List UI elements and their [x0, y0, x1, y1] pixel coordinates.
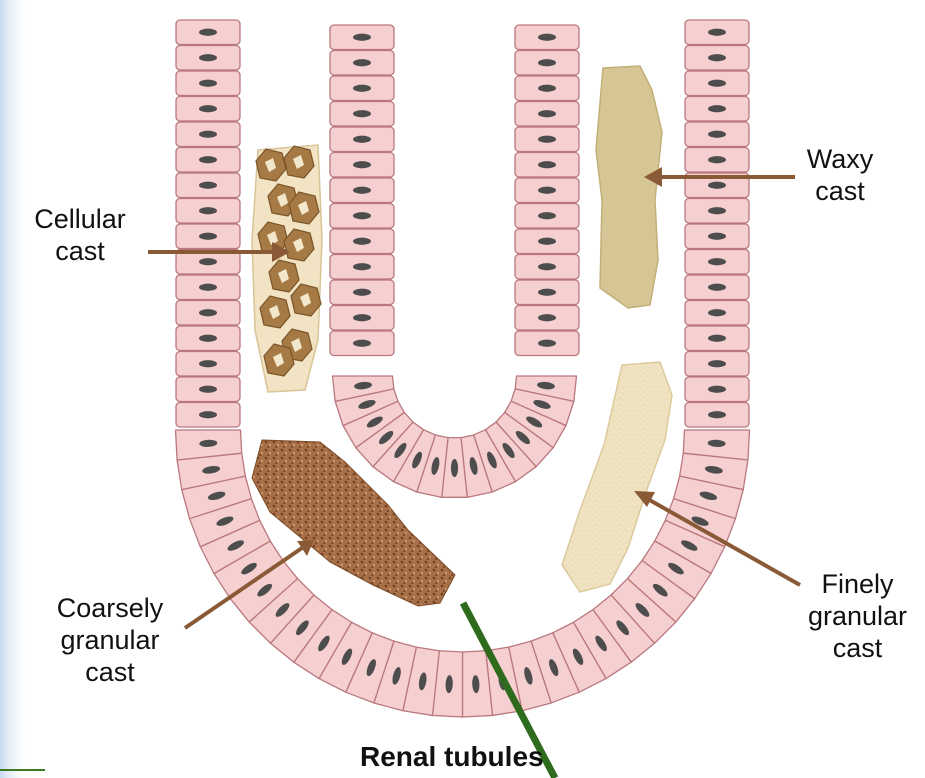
- tubule-cell: [685, 403, 749, 428]
- tubule-cell: [515, 306, 579, 331]
- tubule-cell: [515, 153, 579, 178]
- tubule-cell: [330, 229, 394, 254]
- tubule-cell: [685, 250, 749, 275]
- tubule-cell: [330, 25, 394, 50]
- tubule-cell: [330, 102, 394, 127]
- tubule-cell: [330, 255, 394, 280]
- tubule-cell: [176, 377, 240, 402]
- label-waxy-cast: Waxy cast: [790, 143, 890, 207]
- tubule-cell: [685, 122, 749, 147]
- label-line: cast: [10, 235, 150, 267]
- tubule-cell: [330, 153, 394, 178]
- tubule-cell: [176, 224, 240, 249]
- tubule-cell: [685, 46, 749, 71]
- tubule-cell: [515, 76, 579, 101]
- label-line: Waxy: [790, 143, 890, 175]
- tubule-cell: [176, 71, 240, 96]
- tubule-cell: [685, 97, 749, 122]
- tubule-cell: [515, 204, 579, 229]
- cellular-cast: [252, 145, 322, 392]
- tubule-cell: [176, 46, 240, 71]
- background-edge: [0, 0, 30, 778]
- tubule-wall: [176, 20, 750, 717]
- tubule-cell: [176, 326, 240, 351]
- waxy-cast: [596, 66, 662, 308]
- tubule-cell: [176, 352, 240, 377]
- label-line: Coarsely: [30, 592, 190, 624]
- tubule-cell: [330, 178, 394, 203]
- label-line: Cellular: [10, 203, 150, 235]
- tubule-cell: [176, 403, 240, 428]
- tubule-cell: [330, 280, 394, 305]
- tubule-cell: [685, 224, 749, 249]
- tubule-cell: [176, 173, 240, 198]
- tubule-cell: [330, 51, 394, 76]
- tubule-cell: [330, 306, 394, 331]
- tubule-cell: [515, 280, 579, 305]
- tubule-cell: [685, 352, 749, 377]
- label-line: cast: [30, 656, 190, 688]
- tubule-cell: [515, 102, 579, 127]
- tubule-cell: [685, 275, 749, 300]
- label-line: Finely: [795, 568, 920, 600]
- label-line: cast: [795, 632, 920, 664]
- tubule-cell: [176, 148, 240, 173]
- label-coarsely-granular-cast: Coarsely granular cast: [30, 592, 190, 688]
- tubule-cell: [176, 122, 240, 147]
- tubule-cell: [515, 127, 579, 152]
- label-finely-granular-cast: Finely granular cast: [795, 568, 920, 664]
- tubule-cell: [515, 255, 579, 280]
- tubule-cell: [176, 301, 240, 326]
- tubule-cell: [685, 326, 749, 351]
- tubule-cell: [685, 301, 749, 326]
- label-line: granular: [30, 624, 190, 656]
- tubule-cell: [515, 331, 579, 356]
- tubule-cell: [330, 127, 394, 152]
- tubule-cell: [515, 25, 579, 50]
- label-line: cast: [790, 175, 890, 207]
- tubule-cell: [515, 178, 579, 203]
- tubule-cell: [515, 229, 579, 254]
- tubule-cell: [176, 97, 240, 122]
- tubule-cell: [330, 76, 394, 101]
- label-line: granular: [795, 600, 920, 632]
- tubule-cell: [515, 51, 579, 76]
- tubule-cell: [685, 148, 749, 173]
- tubule-cell: [330, 331, 394, 356]
- tubule-cell: [176, 199, 240, 224]
- tubule-cell: [176, 20, 240, 45]
- label-cellular-cast: Cellular cast: [10, 203, 150, 267]
- tubule-cell: [685, 20, 749, 45]
- tubule-cell: [330, 204, 394, 229]
- diagram-title: Renal tubules: [360, 741, 544, 773]
- tubule-cell: [176, 275, 240, 300]
- tubule-cell: [685, 199, 749, 224]
- tubule-cell: [685, 71, 749, 96]
- tubule-cell: [685, 377, 749, 402]
